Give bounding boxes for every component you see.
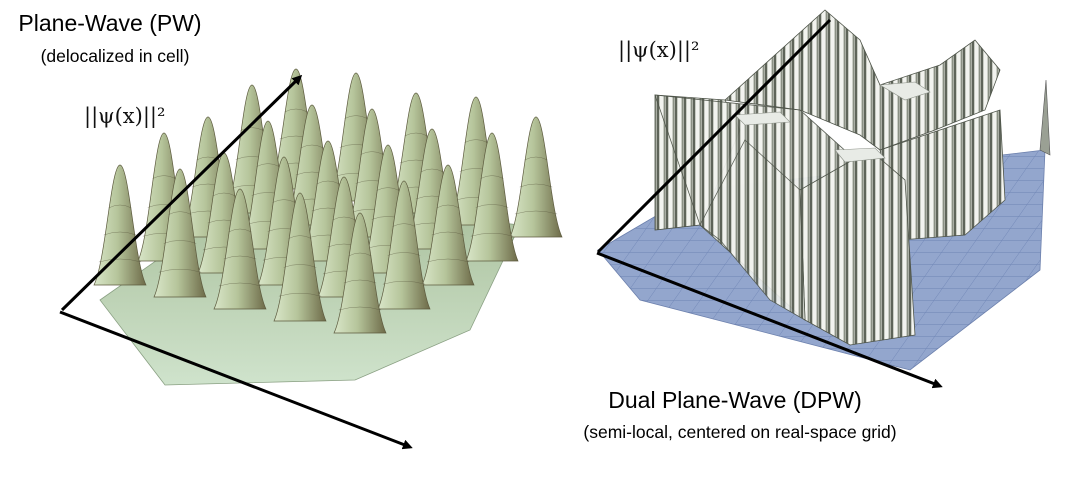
dpw-junction-left	[734, 111, 791, 126]
pw-mesh-line	[103, 231, 137, 236]
dpw-title: Dual Plane-Wave (DPW)	[608, 387, 862, 413]
pw-peak	[377, 180, 431, 310]
dpw-subtitle: (semi-local, centered on real-space grid…	[583, 422, 897, 442]
pw-mesh-line	[464, 139, 488, 143]
pw-mesh-line	[98, 258, 142, 263]
pw-mesh-line	[332, 216, 356, 221]
pw-mesh-line	[360, 151, 384, 155]
pw-mesh-line	[431, 231, 465, 236]
pw-mesh-line	[228, 228, 252, 233]
pw-mesh-line	[524, 156, 548, 161]
pw-peak	[273, 192, 327, 322]
pw-mesh-line	[480, 175, 504, 179]
pw-peak	[509, 116, 563, 238]
pw-mesh-line	[163, 240, 197, 244]
dpw-wall-top-cross	[724, 9, 1001, 151]
pw-mesh-line	[256, 163, 280, 167]
pw-title: Plane-Wave (PW)	[18, 10, 202, 36]
pw-mesh-line	[344, 115, 368, 119]
pw-mesh-line	[392, 223, 416, 227]
pw-mesh-line	[420, 168, 444, 173]
pw-mesh-line	[343, 279, 377, 284]
pw-mesh-line	[436, 204, 460, 209]
pw-mesh-line	[316, 180, 340, 185]
dpw-axis-back	[596, 18, 832, 254]
pw-mesh-line	[338, 306, 382, 311]
pw-mesh-line	[475, 204, 509, 208]
pw-mesh-line	[426, 258, 470, 263]
pw-mesh-line	[152, 175, 176, 179]
pw-axis-front	[59, 310, 413, 450]
pw-mesh-line	[382, 280, 426, 285]
pw-mesh-line	[470, 232, 514, 237]
dpw-junction-top	[879, 81, 931, 101]
pw-mesh-line	[404, 132, 428, 137]
pw-peak	[421, 164, 475, 286]
pw-mesh-line	[212, 192, 236, 197]
pw-mesh-line	[519, 183, 553, 188]
pw-subtitle: (delocalized in cell)	[40, 46, 190, 66]
dpw-surface	[597, 9, 1051, 371]
pw-mesh-line	[278, 292, 322, 297]
pw-mesh-line	[218, 282, 262, 287]
dpw-axis-front	[596, 251, 943, 389]
pw-mesh-line	[158, 268, 202, 273]
dpw-density-label: ||ψ(x)||²	[618, 38, 700, 62]
pw-mesh-line	[223, 255, 257, 260]
pw-mesh-line	[514, 210, 558, 215]
dpw-edge-spike	[1039, 79, 1051, 156]
pw-axis-back	[60, 74, 303, 312]
pw-mesh-line	[284, 108, 308, 113]
pw-peaks	[93, 68, 563, 334]
pw-surface	[93, 68, 563, 386]
pw-mesh-line	[283, 264, 317, 268]
pw-mesh-line	[168, 211, 192, 215]
pw-mesh-line	[108, 204, 132, 209]
pw-mesh-line	[240, 127, 264, 131]
pw-mesh-line	[376, 187, 400, 191]
pw-density-label: ||ψ(x)||²	[84, 104, 166, 128]
dpw-wall-front-left	[699, 139, 806, 321]
pw-mesh-line	[300, 144, 324, 149]
dpw-junction-center	[834, 147, 886, 163]
pw-mesh-line	[348, 252, 372, 257]
pw-mesh-line	[272, 199, 296, 203]
pw-peak	[153, 168, 207, 298]
pw-peak	[213, 188, 267, 310]
pw-mesh-line	[288, 235, 312, 239]
pw-peak	[465, 132, 519, 262]
pw-mesh-line	[387, 252, 421, 256]
pw-peak	[333, 212, 387, 334]
pw-peak	[93, 164, 147, 286]
